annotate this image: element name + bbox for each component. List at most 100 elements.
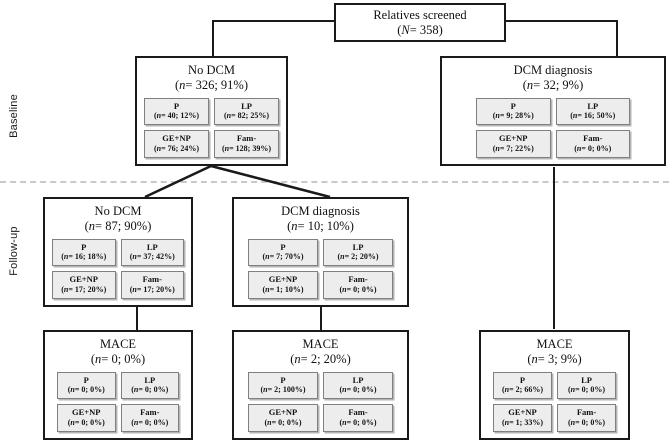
subgroup-cell-fam[interactable]: Fam- (n= 0; 0%) [555, 130, 630, 158]
subgroup-grid: P (n= 7; 70%) LP (n= 2; 20%) GE+NP (n= 1… [234, 234, 407, 306]
subgroup-cell-genp[interactable]: GE+NP (n= 17; 20%) [52, 271, 116, 299]
subgroup-value: (n= 82; 25%) [223, 111, 269, 121]
subgroup-label: Fam- [348, 274, 368, 285]
subgroup-label: P [510, 100, 516, 111]
subgroup-cell-genp[interactable]: GE+NP (n= 0; 0%) [57, 404, 116, 432]
subgroup-value: (n= 0; 0%) [339, 385, 377, 395]
subgroup-label: GE+NP [268, 274, 298, 285]
subgroup-label: LP [587, 100, 599, 111]
node-count-text: (n= 32; 9%) [522, 77, 584, 92]
subgroup-label: GE+NP [508, 407, 537, 418]
node-title-block: DCM diagnosis (n= 32; 9%) [442, 58, 664, 93]
node-mace-left[interactable]: MACE (n= 0; 0%) P (n= 0; 0%) LP (n= 0; 0… [43, 330, 193, 440]
edge-baseline-dcm-to-mace [553, 167, 555, 329]
subgroup-cell-fam[interactable]: Fam- (n= 0; 0%) [323, 404, 393, 432]
node-count-text: (n= 10; 10%) [287, 218, 354, 233]
subgroup-value: (n= 0; 0%) [574, 143, 612, 153]
subgroup-label: GE+NP [499, 133, 528, 144]
subgroup-grid: P (n= 40; 12%) LP (n= 82; 25%) GE+NP (n=… [137, 93, 286, 165]
subgroup-cell-fam[interactable]: Fam- (n= 0; 0%) [120, 404, 179, 432]
subgroup-cell-fam[interactable]: Fam- (n= 0; 0%) [557, 404, 616, 432]
subgroup-label: Fam- [236, 133, 257, 144]
subgroup-cell-p[interactable]: P (n= 16; 18%) [52, 238, 116, 267]
subgroup-label: LP [146, 241, 158, 252]
node-title-block: Relatives screened (N= 358) [373, 8, 466, 38]
node-baseline-no-dcm[interactable]: No DCM (n= 326; 91%) P (n= 40; 12%) LP (… [135, 56, 288, 166]
node-relatives-screened[interactable]: Relatives screened (N= 358) [334, 3, 506, 42]
subgroup-cell-p[interactable]: P (n= 2; 100%) [248, 371, 318, 400]
subgroup-value: (n= 16; 18%) [61, 252, 107, 262]
subgroup-label: Fam- [576, 407, 597, 418]
edge-baseline-to-followup-diagonals [0, 164, 500, 199]
subgroup-value: (n= 0; 0%) [67, 417, 105, 427]
subgroup-cell-genp[interactable]: GE+NP (n= 76; 24%) [144, 130, 209, 158]
subgroup-grid: P (n= 9; 28%) LP (n= 16; 50%) GE+NP (n= … [442, 93, 664, 165]
node-title-text: DCM diagnosis [513, 63, 593, 77]
node-title-block: MACE (n= 0; 0%) [45, 332, 191, 367]
subgroup-cell-genp[interactable]: GE+NP (n= 0; 0%) [248, 404, 318, 432]
subgroup-label: Fam- [348, 407, 368, 418]
subgroup-cell-genp[interactable]: GE+NP (n= 1; 10%) [248, 271, 318, 299]
subgroup-cell-lp[interactable]: LP (n= 2; 20%) [323, 238, 393, 267]
subgroup-label: Fam- [142, 274, 162, 285]
edge-followup-dcm-to-mace [320, 306, 322, 330]
subgroup-grid: P (n= 2; 100%) LP (n= 0; 0%) GE+NP (n= 0… [234, 367, 407, 439]
subgroup-cell-fam[interactable]: Fam- (n= 17; 20%) [120, 271, 184, 299]
subgroup-cell-genp[interactable]: GE+NP (n= 7; 22%) [476, 130, 551, 158]
subgroup-cell-p[interactable]: P (n= 9; 28%) [476, 97, 551, 126]
subgroup-cell-lp[interactable]: LP (n= 0; 0%) [557, 371, 616, 400]
node-count-text: (n= 3; 9%) [527, 351, 582, 366]
subgroup-cell-p[interactable]: P (n= 0; 0%) [57, 371, 116, 400]
node-title-text: MACE [99, 337, 137, 351]
subgroup-cell-p[interactable]: P (n= 40; 12%) [144, 97, 209, 126]
subgroup-cell-lp[interactable]: LP (n= 82; 25%) [214, 97, 279, 126]
node-followup-dcm-diagnosis[interactable]: DCM diagnosis (n= 10; 10%) P (n= 7; 70%)… [232, 197, 409, 307]
subgroup-value: (n= 1; 10%) [262, 284, 304, 294]
subgroup-value: (n= 37; 42%) [129, 252, 175, 262]
subgroup-label: P [280, 374, 286, 385]
subgroup-label: GE+NP [69, 274, 98, 285]
edge-root-right-vertical [616, 20, 618, 56]
node-title-text: No DCM [188, 63, 235, 77]
node-title-text: MACE [536, 337, 573, 351]
node-count-text: (n= 87; 90%) [84, 218, 152, 233]
subgroup-label: GE+NP [72, 407, 101, 418]
node-followup-no-dcm[interactable]: No DCM (n= 87; 90%) P (n= 16; 18%) LP (n… [43, 197, 193, 307]
node-mace-middle[interactable]: MACE (n= 2; 20%) P (n= 2; 100%) LP (n= 0… [232, 330, 409, 440]
subgroup-label: P [83, 374, 89, 385]
subgroup-value: (n= 9; 28%) [492, 111, 534, 121]
edge-root-left-horizontal [212, 20, 334, 22]
subgroup-cell-p[interactable]: P (n= 2; 66%) [493, 371, 552, 400]
node-count-text: (n= 2; 20%) [290, 351, 351, 366]
subgroup-label: Fam- [583, 133, 603, 144]
subgroup-value: (n= 0; 0%) [67, 385, 105, 395]
subgroup-value: (n= 0; 0%) [567, 417, 605, 427]
node-baseline-dcm-diagnosis[interactable]: DCM diagnosis (n= 32; 9%) P (n= 9; 28%) … [440, 56, 666, 166]
subgroup-cell-lp[interactable]: LP (n= 16; 50%) [555, 97, 630, 126]
subgroup-cell-lp[interactable]: LP (n= 0; 0%) [120, 371, 179, 400]
subgroup-cell-fam[interactable]: Fam- (n= 0; 0%) [323, 271, 393, 299]
subgroup-value: (n= 40; 12%) [153, 111, 199, 121]
subgroup-cell-lp[interactable]: LP (n= 37; 42%) [120, 238, 184, 267]
subgroup-cell-genp[interactable]: GE+NP (n= 1; 33%) [493, 404, 552, 432]
node-title-block: No DCM (n= 87; 90%) [45, 199, 191, 234]
subgroup-cell-lp[interactable]: LP (n= 0; 0%) [323, 371, 393, 400]
subgroup-cell-p[interactable]: P (n= 7; 70%) [248, 238, 318, 267]
edge-root-right-horizontal [505, 20, 618, 22]
subgroup-label: GE+NP [162, 133, 191, 144]
subgroup-cell-fam[interactable]: Fam- (n= 128; 39%) [214, 130, 279, 158]
subgroup-value: (n= 0; 0%) [567, 385, 605, 395]
subgroup-label: LP [352, 374, 364, 385]
subgroup-value: (n= 2; 20%) [337, 252, 379, 262]
node-mace-right[interactable]: MACE (n= 3; 9%) P (n= 2; 66%) LP (n= 0; … [479, 330, 630, 440]
subgroup-label: P [81, 241, 87, 252]
stage-divider [0, 181, 669, 183]
subgroup-value: (n= 17; 20%) [61, 284, 107, 294]
subgroup-value: (n= 2; 100%) [260, 385, 306, 395]
subgroup-value: (n= 1; 33%) [501, 417, 543, 427]
subgroup-grid: P (n= 16; 18%) LP (n= 37; 42%) GE+NP (n=… [45, 234, 191, 306]
edge-followup-nodcm-to-mace [136, 306, 138, 330]
subgroup-value: (n= 17; 20%) [129, 284, 175, 294]
node-count-text: (n= 0; 0%) [90, 351, 146, 366]
node-title-block: MACE (n= 2; 20%) [234, 332, 407, 367]
